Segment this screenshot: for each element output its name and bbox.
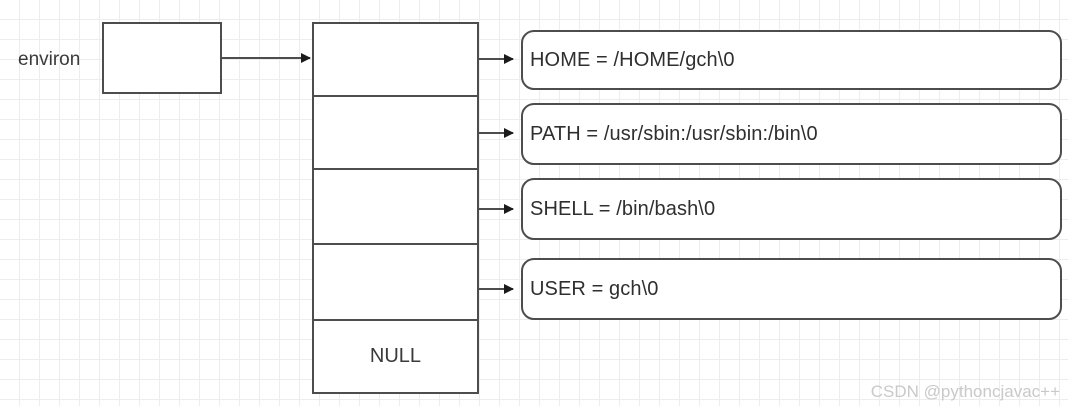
- arrow-cell0-to-home: [479, 54, 514, 64]
- environ-array: NULL: [312, 22, 479, 394]
- csdn-watermark: CSDN @pythoncjavac++: [870, 382, 1060, 401]
- string-box-shell: SHELL = /bin/bash\0: [521, 178, 1062, 240]
- array-cell-3: [314, 245, 477, 321]
- arrow-cell3-to-user: [479, 284, 514, 294]
- arrow-environ-to-array: [222, 53, 311, 63]
- environ-pointer-box: [102, 22, 222, 94]
- array-cell-2: [314, 170, 477, 245]
- string-text-shell: SHELL = /bin/bash\0: [530, 197, 716, 220]
- string-text-user: USER = gch\0: [530, 277, 659, 300]
- array-cell-0: [314, 24, 477, 97]
- string-box-user: USER = gch\0: [521, 258, 1062, 320]
- array-cell-1: [314, 97, 477, 170]
- string-box-home: HOME = /HOME/gch\0: [521, 30, 1062, 90]
- array-cell-null: NULL: [369, 345, 422, 367]
- arrow-cell2-to-shell: [479, 204, 514, 214]
- string-text-home: HOME = /HOME/gch\0: [530, 48, 735, 71]
- string-box-path: PATH = /usr/sbin:/usr/sbin:/bin\0: [521, 103, 1062, 165]
- arrow-cell1-to-path: [479, 128, 514, 138]
- string-text-path: PATH = /usr/sbin:/usr/sbin:/bin\0: [530, 122, 818, 145]
- environ-label: environ: [18, 49, 81, 70]
